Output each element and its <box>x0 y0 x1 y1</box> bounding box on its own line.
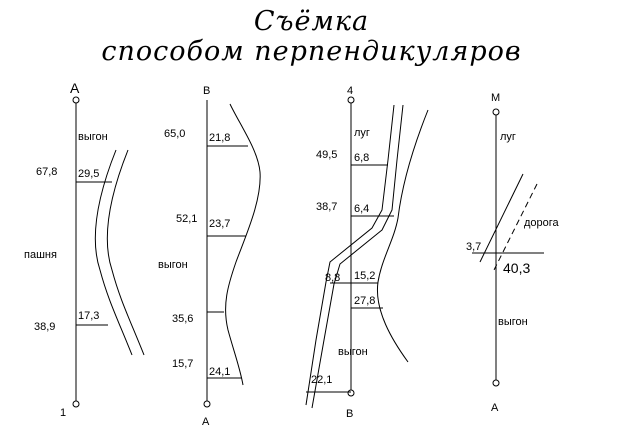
station-label-bottom: А <box>491 402 499 414</box>
landuse-label: выгон <box>78 131 108 143</box>
chainage-label: 15,7 <box>172 358 193 370</box>
offset-label: 27,8 <box>354 295 375 307</box>
road-edge-dashed <box>493 183 538 271</box>
diagram-subtitle: способом перпендикуляров <box>101 36 522 67</box>
chainage-label: 38,7 <box>316 201 337 213</box>
offset-label: 6,8 <box>354 152 369 164</box>
road-edge-right <box>106 149 145 356</box>
station-bottom-2 <box>203 400 211 408</box>
landuse-label: луг <box>500 131 516 143</box>
road-edge-left <box>94 149 133 356</box>
panel-3: 4 В луг выгон 49,5 38,7 8,8 22,1 6,8 6,4… <box>305 85 429 420</box>
chainage-label: 8,8 <box>325 272 340 284</box>
panel-1: А 1 выгон пашня 67,8 38,9 29,5 17,3 <box>24 80 145 419</box>
station-label-top: 4 <box>347 85 353 97</box>
chainage-label: 65,0 <box>164 128 185 140</box>
offset-label: 23,7 <box>209 218 230 230</box>
chainage-label: 38,9 <box>34 321 55 333</box>
chainage-label: 52,1 <box>176 213 197 225</box>
road-edge-left <box>305 104 395 406</box>
offset-label: 17,3 <box>78 310 99 322</box>
chainage-label: 49,5 <box>316 149 337 161</box>
landuse-label: выгон <box>158 259 188 271</box>
station-label-bottom: А <box>202 416 210 428</box>
chainage-label: 67,8 <box>36 166 57 178</box>
landuse-label: выгон <box>498 316 528 328</box>
chainage-label: 22,1 <box>311 374 332 386</box>
road-edge <box>479 173 524 263</box>
station-label-top: М <box>491 92 500 104</box>
offset-label: 15,2 <box>354 270 375 282</box>
offset-label: 29,5 <box>78 168 99 180</box>
offset-label: 40,3 <box>503 260 530 276</box>
station-top-4 <box>492 108 500 116</box>
landuse-label: дорога <box>524 217 560 229</box>
landuse-label: луг <box>354 127 370 139</box>
offset-label: 24,1 <box>209 366 230 378</box>
station-label-bottom: 1 <box>60 407 66 419</box>
station-label-top: А <box>70 80 80 96</box>
panel-2: В А 65,0 52,1 35,6 15,7 21,8 23,7 24,1 в… <box>158 85 261 428</box>
offset-label: 21,8 <box>209 132 230 144</box>
station-bottom-1 <box>72 400 80 408</box>
station-label-bottom: В <box>346 408 353 420</box>
panel-4: М А луг дорога выгон 3,7 40,3 <box>466 92 560 414</box>
boundary-curve <box>376 109 429 363</box>
road-edge-right <box>311 104 404 409</box>
chainage-label: 35,6 <box>172 313 193 325</box>
offset-label: 6,4 <box>354 203 369 215</box>
landuse-label: пашня <box>24 249 57 261</box>
chainage-label: 3,7 <box>466 241 481 253</box>
station-label-top: В <box>203 85 210 97</box>
station-bottom-3 <box>347 389 355 397</box>
landuse-label: выгон <box>338 346 368 358</box>
station-top-3 <box>347 96 355 104</box>
diagram-title: Съёмка <box>253 6 370 37</box>
station-bottom-4 <box>492 379 500 387</box>
boundary-curve <box>225 103 261 386</box>
station-top-1 <box>72 96 80 104</box>
